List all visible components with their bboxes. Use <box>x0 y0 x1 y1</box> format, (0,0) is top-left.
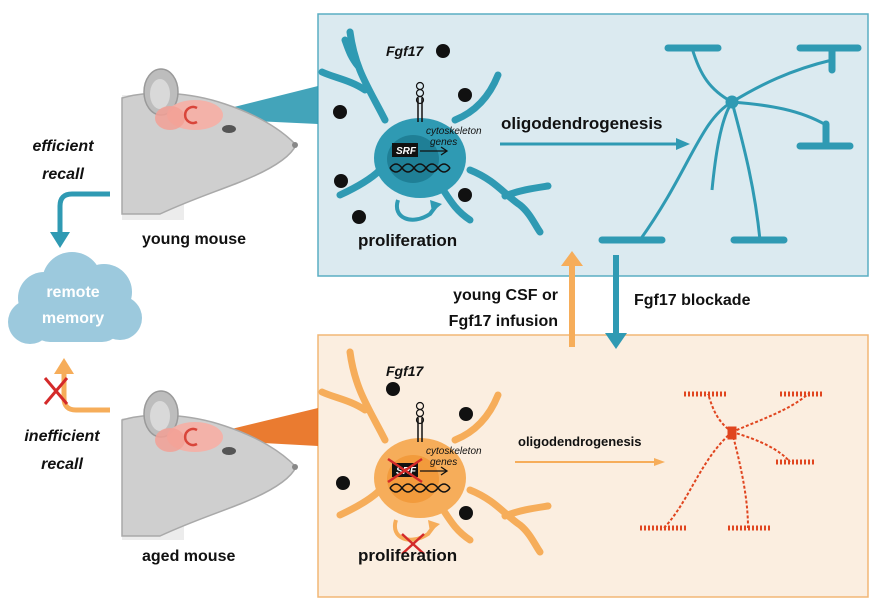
aged-fgf17-dots <box>336 382 473 520</box>
blocked-recall-cross-icon <box>43 377 69 405</box>
blockade-label: Fgf17 blockade <box>634 292 751 309</box>
young-fgf17-dots <box>333 44 472 224</box>
aged-fgf17-label: Fgf17 <box>386 363 424 379</box>
inefficient-recall-arrow <box>61 372 110 413</box>
young-proliferation-label: proliferation <box>358 231 458 250</box>
inefficient-recall-line1: inefficient <box>24 428 100 445</box>
aged-cytoskeleton-genes-label: cytoskeleton genes <box>426 446 482 468</box>
rescue-line2: Fgf17 infusion <box>448 313 558 330</box>
aged-target-genes-line1: cytoskeleton <box>426 446 482 457</box>
young-fgf17-label: Fgf17 <box>386 43 424 59</box>
young-target-genes-line1: cytoskeleton <box>426 126 482 137</box>
young-target-genes-line2: genes <box>430 137 458 148</box>
young-mouse-icon <box>121 68 298 220</box>
inefficient-recall-arrowhead <box>54 358 74 374</box>
aged-stem-cell: SRF <box>318 348 552 556</box>
blockade-arrowhead <box>605 333 627 349</box>
remote-memory-label: remote memory <box>26 280 120 332</box>
remote-memory-cloud <box>8 252 142 344</box>
aged-oligodendrocyte <box>640 391 822 531</box>
young-oligodendrogenesis-label: oligodendrogenesis <box>501 114 663 133</box>
inefficient-recall-line2: recall <box>41 456 83 473</box>
efficient-recall-line2: recall <box>42 166 84 183</box>
efficient-recall-arrow <box>57 191 110 234</box>
aged-mouse-label: aged mouse <box>142 548 236 565</box>
aged-target-genes-line2: genes <box>430 457 458 468</box>
remote-memory-line1: remote <box>46 284 100 301</box>
rescue-label: young CSF or Fgf17 infusion <box>418 283 558 335</box>
aged-mouse-icon <box>121 390 298 540</box>
remote-memory-line2: memory <box>41 310 105 327</box>
young-cytoskeleton-genes-label: cytoskeleton genes <box>426 126 482 148</box>
young-srf-text: SRF <box>396 146 417 157</box>
aged-proliferation-label: proliferation <box>358 546 458 565</box>
efficient-recall-line1: efficient <box>32 138 94 155</box>
efficient-recall-label: efficient recall <box>18 133 108 189</box>
rescue-arrowhead <box>561 251 583 266</box>
young-stem-cell: SRF <box>318 28 552 236</box>
inefficient-recall-label: inefficient recall <box>12 423 112 479</box>
rescue-line1: young CSF or <box>453 287 558 304</box>
efficient-recall-arrowhead <box>50 232 70 248</box>
young-oligodendrocyte <box>598 44 862 244</box>
aged-oligodendrogenesis-label: oligodendrogenesis <box>518 434 642 449</box>
young-mouse-label: young mouse <box>142 231 247 248</box>
